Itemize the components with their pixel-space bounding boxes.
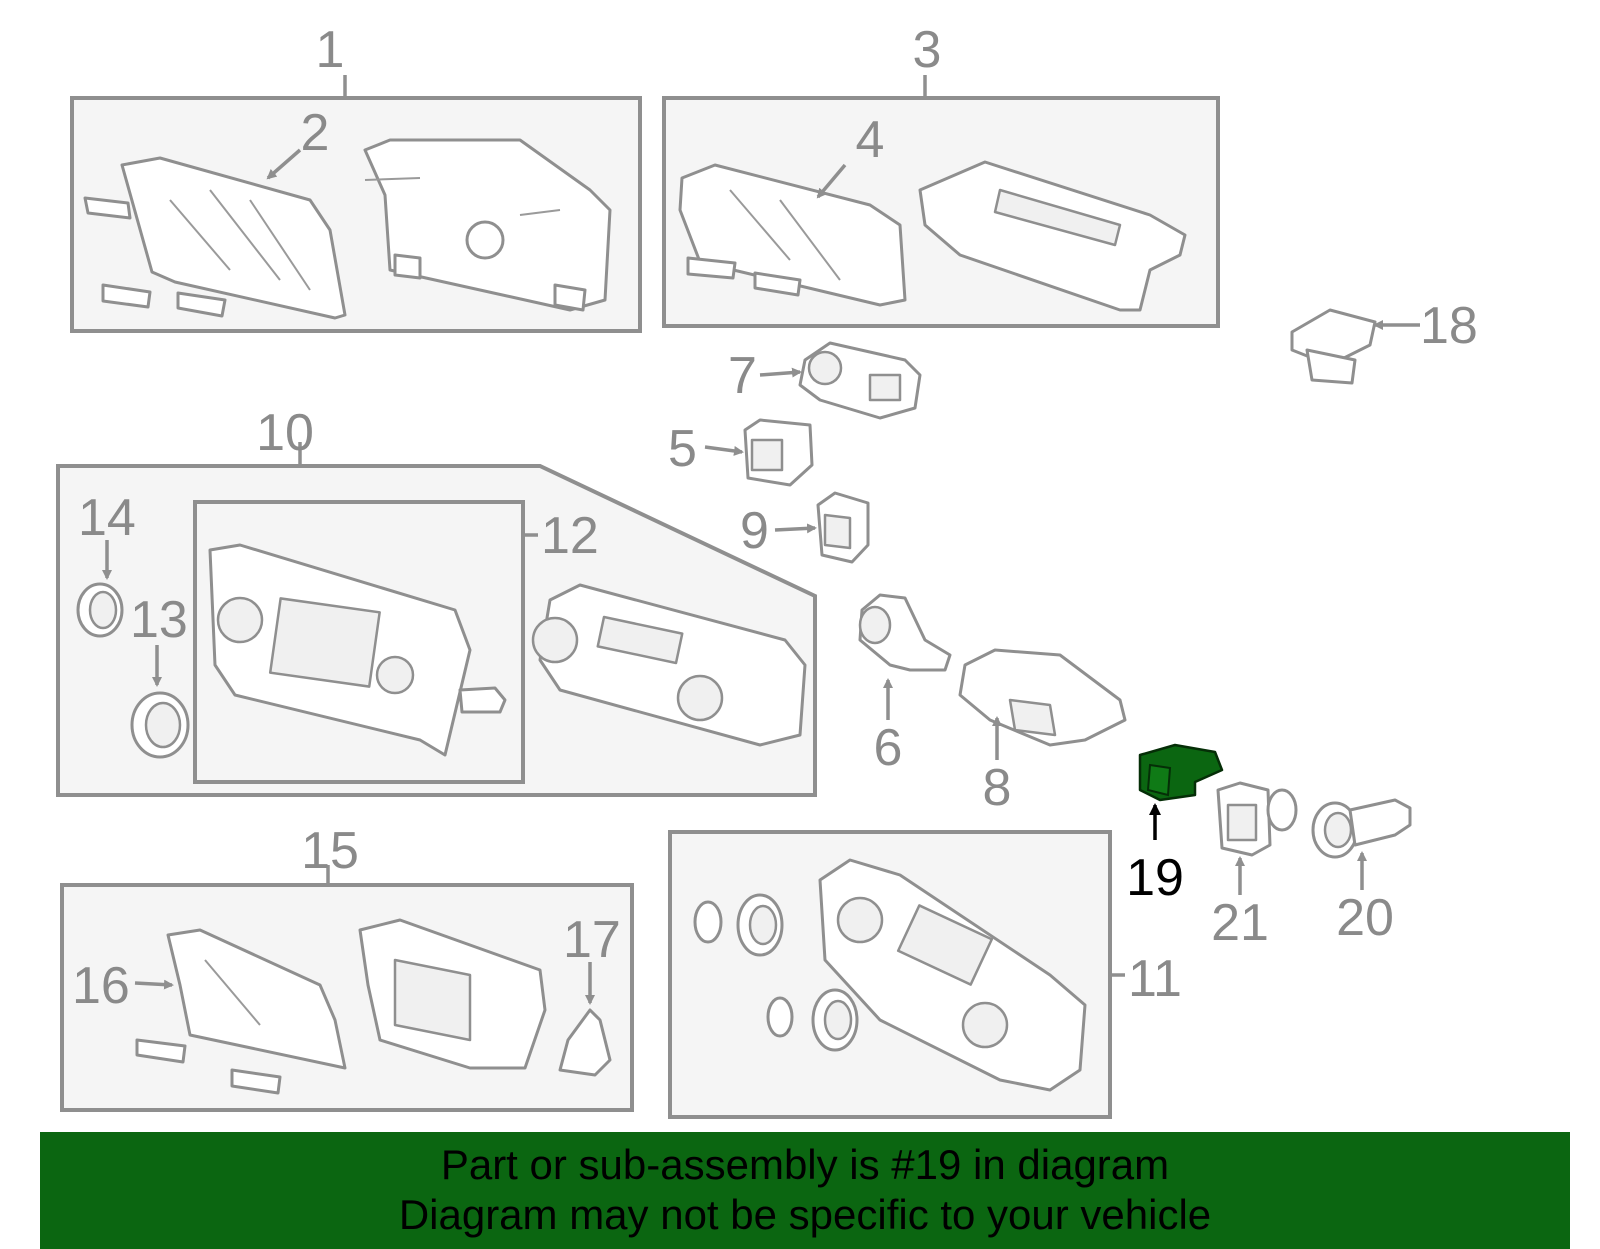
label-8: 8 <box>983 759 1012 817</box>
label-18: 18 <box>1420 297 1478 355</box>
label-12: 12 <box>541 507 599 565</box>
part-20: 20 <box>1311 798 1412 947</box>
label-11: 11 <box>1128 950 1182 1008</box>
part-19-highlighted: 19 <box>1126 743 1224 907</box>
label-6: 6 <box>874 719 903 777</box>
part-8: 8 <box>958 648 1127 817</box>
meter-lens-b <box>678 163 907 307</box>
part-9: 9 <box>740 491 870 564</box>
label-3: 3 <box>913 21 942 79</box>
label-7: 7 <box>728 347 757 405</box>
label-14: 14 <box>78 489 136 547</box>
label-10: 10 <box>256 404 314 462</box>
group-11-climate-control: 11 <box>668 830 1182 1119</box>
banner-line-1: Part or sub-assembly is #19 in diagram <box>440 1141 1170 1188</box>
banner-line-2: Diagram may not be specific to your vehi… <box>398 1191 1212 1238</box>
group-3-meter-assembly: 3 4 <box>662 21 1220 328</box>
group-1-meter-assembly: 1 2 <box>70 21 642 333</box>
label-5: 5 <box>668 420 697 478</box>
label-19: 19 <box>1126 849 1184 907</box>
part-5: 5 <box>668 418 814 487</box>
label-20: 20 <box>1336 889 1394 947</box>
label-16: 16 <box>72 957 130 1015</box>
part-21: 21 <box>1211 781 1298 952</box>
meter-lens <box>120 156 347 320</box>
label-13: 13 <box>130 591 188 649</box>
meter-housing-b <box>918 160 1187 312</box>
box-15 <box>60 883 634 1112</box>
part-18: 18 <box>1290 297 1478 385</box>
label-1: 1 <box>316 21 345 79</box>
part-7: 7 <box>728 341 922 420</box>
group-15-meter-assembly: 15 16 17 <box>60 822 634 1112</box>
label-4: 4 <box>856 111 885 169</box>
info-banner: Part or sub-assembly is #19 in diagram D… <box>40 1132 1570 1249</box>
group-10-audio-panel: 10 12 14 13 <box>56 404 817 797</box>
label-21: 21 <box>1211 894 1269 952</box>
label-9: 9 <box>740 502 769 560</box>
label-2: 2 <box>301 104 330 162</box>
label-17: 17 <box>563 911 621 969</box>
part-6: 6 <box>858 593 952 777</box>
label-15: 15 <box>301 822 359 880</box>
